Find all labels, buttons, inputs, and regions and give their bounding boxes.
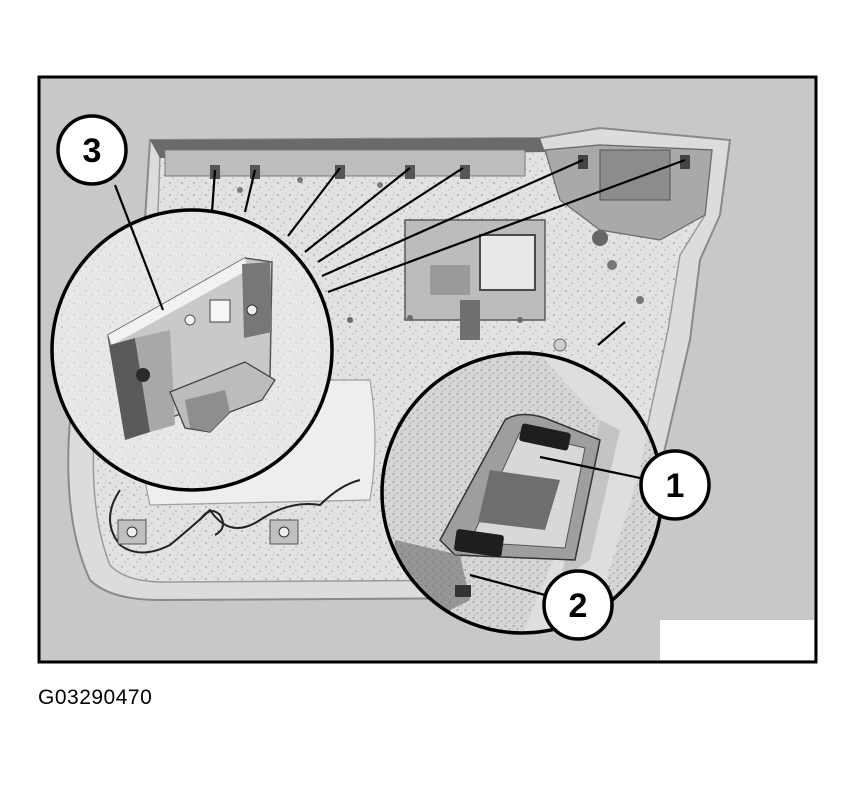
callout-1-label: 1 (666, 467, 685, 505)
detail-circle-mounting-clip (50, 208, 334, 492)
callout-1: 1 (639, 449, 711, 521)
callout-2: 2 (542, 569, 614, 641)
leader-3 (113, 184, 165, 311)
frame-notch (660, 620, 814, 660)
clip-leader-lines (210, 158, 686, 346)
callout-3: 3 (56, 114, 128, 186)
callout-3-label: 3 (83, 132, 102, 170)
callout-2-label: 2 (569, 587, 588, 625)
figure-id-caption: G03290470 (38, 686, 153, 709)
detail-circle-switch (380, 351, 664, 635)
leader-1 (539, 455, 641, 480)
callout-leaders (113, 184, 641, 597)
leader-2 (469, 573, 546, 597)
